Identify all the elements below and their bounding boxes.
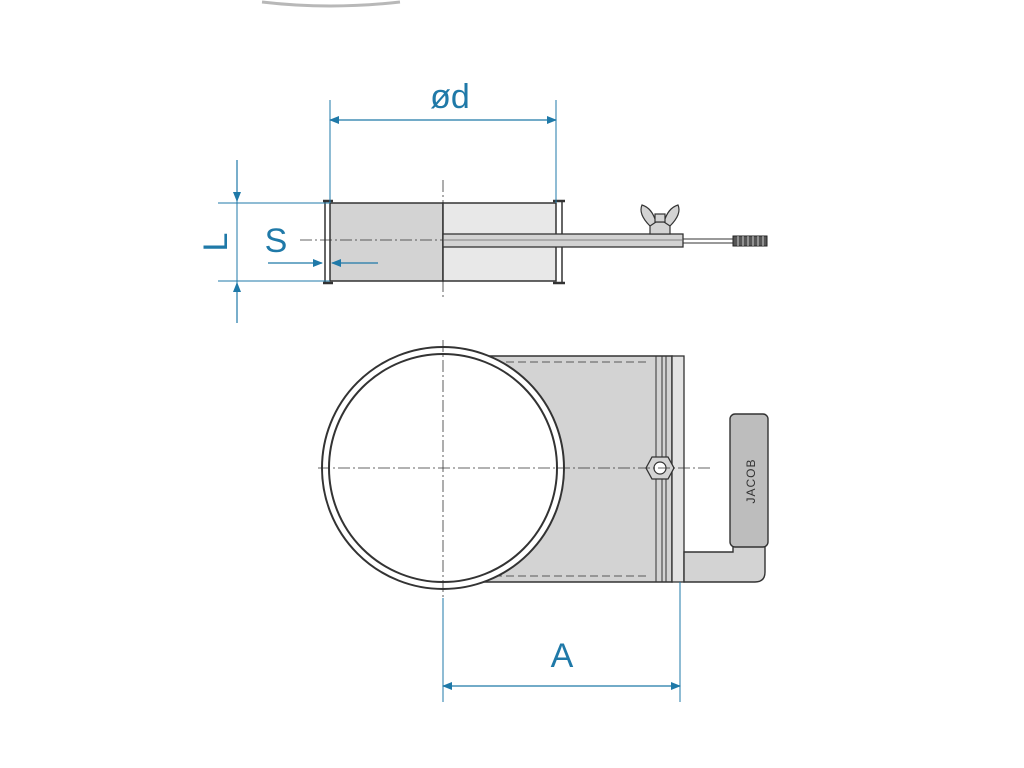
lever-handle <box>729 413 769 548</box>
diameter-label: ød <box>430 78 470 116</box>
distance-label: A <box>551 637 574 675</box>
threaded-rod-end <box>732 235 768 247</box>
length-label: L <box>197 233 235 252</box>
thickness-label: S <box>265 222 288 260</box>
band-shaded-section <box>329 202 444 282</box>
lever-arm <box>683 544 766 583</box>
clamp-bar <box>442 233 684 248</box>
side-view <box>300 180 768 300</box>
dimension-thickness: S <box>265 222 378 267</box>
brand-label: JACOB <box>744 458 758 503</box>
front-view: JACOB <box>318 340 769 598</box>
dimension-distance: A <box>442 582 681 702</box>
wing-nut <box>640 204 680 235</box>
dimension-length: L <box>197 160 330 323</box>
top-edge-mark <box>261 0 401 8</box>
dimension-diameter: ød <box>329 78 557 203</box>
